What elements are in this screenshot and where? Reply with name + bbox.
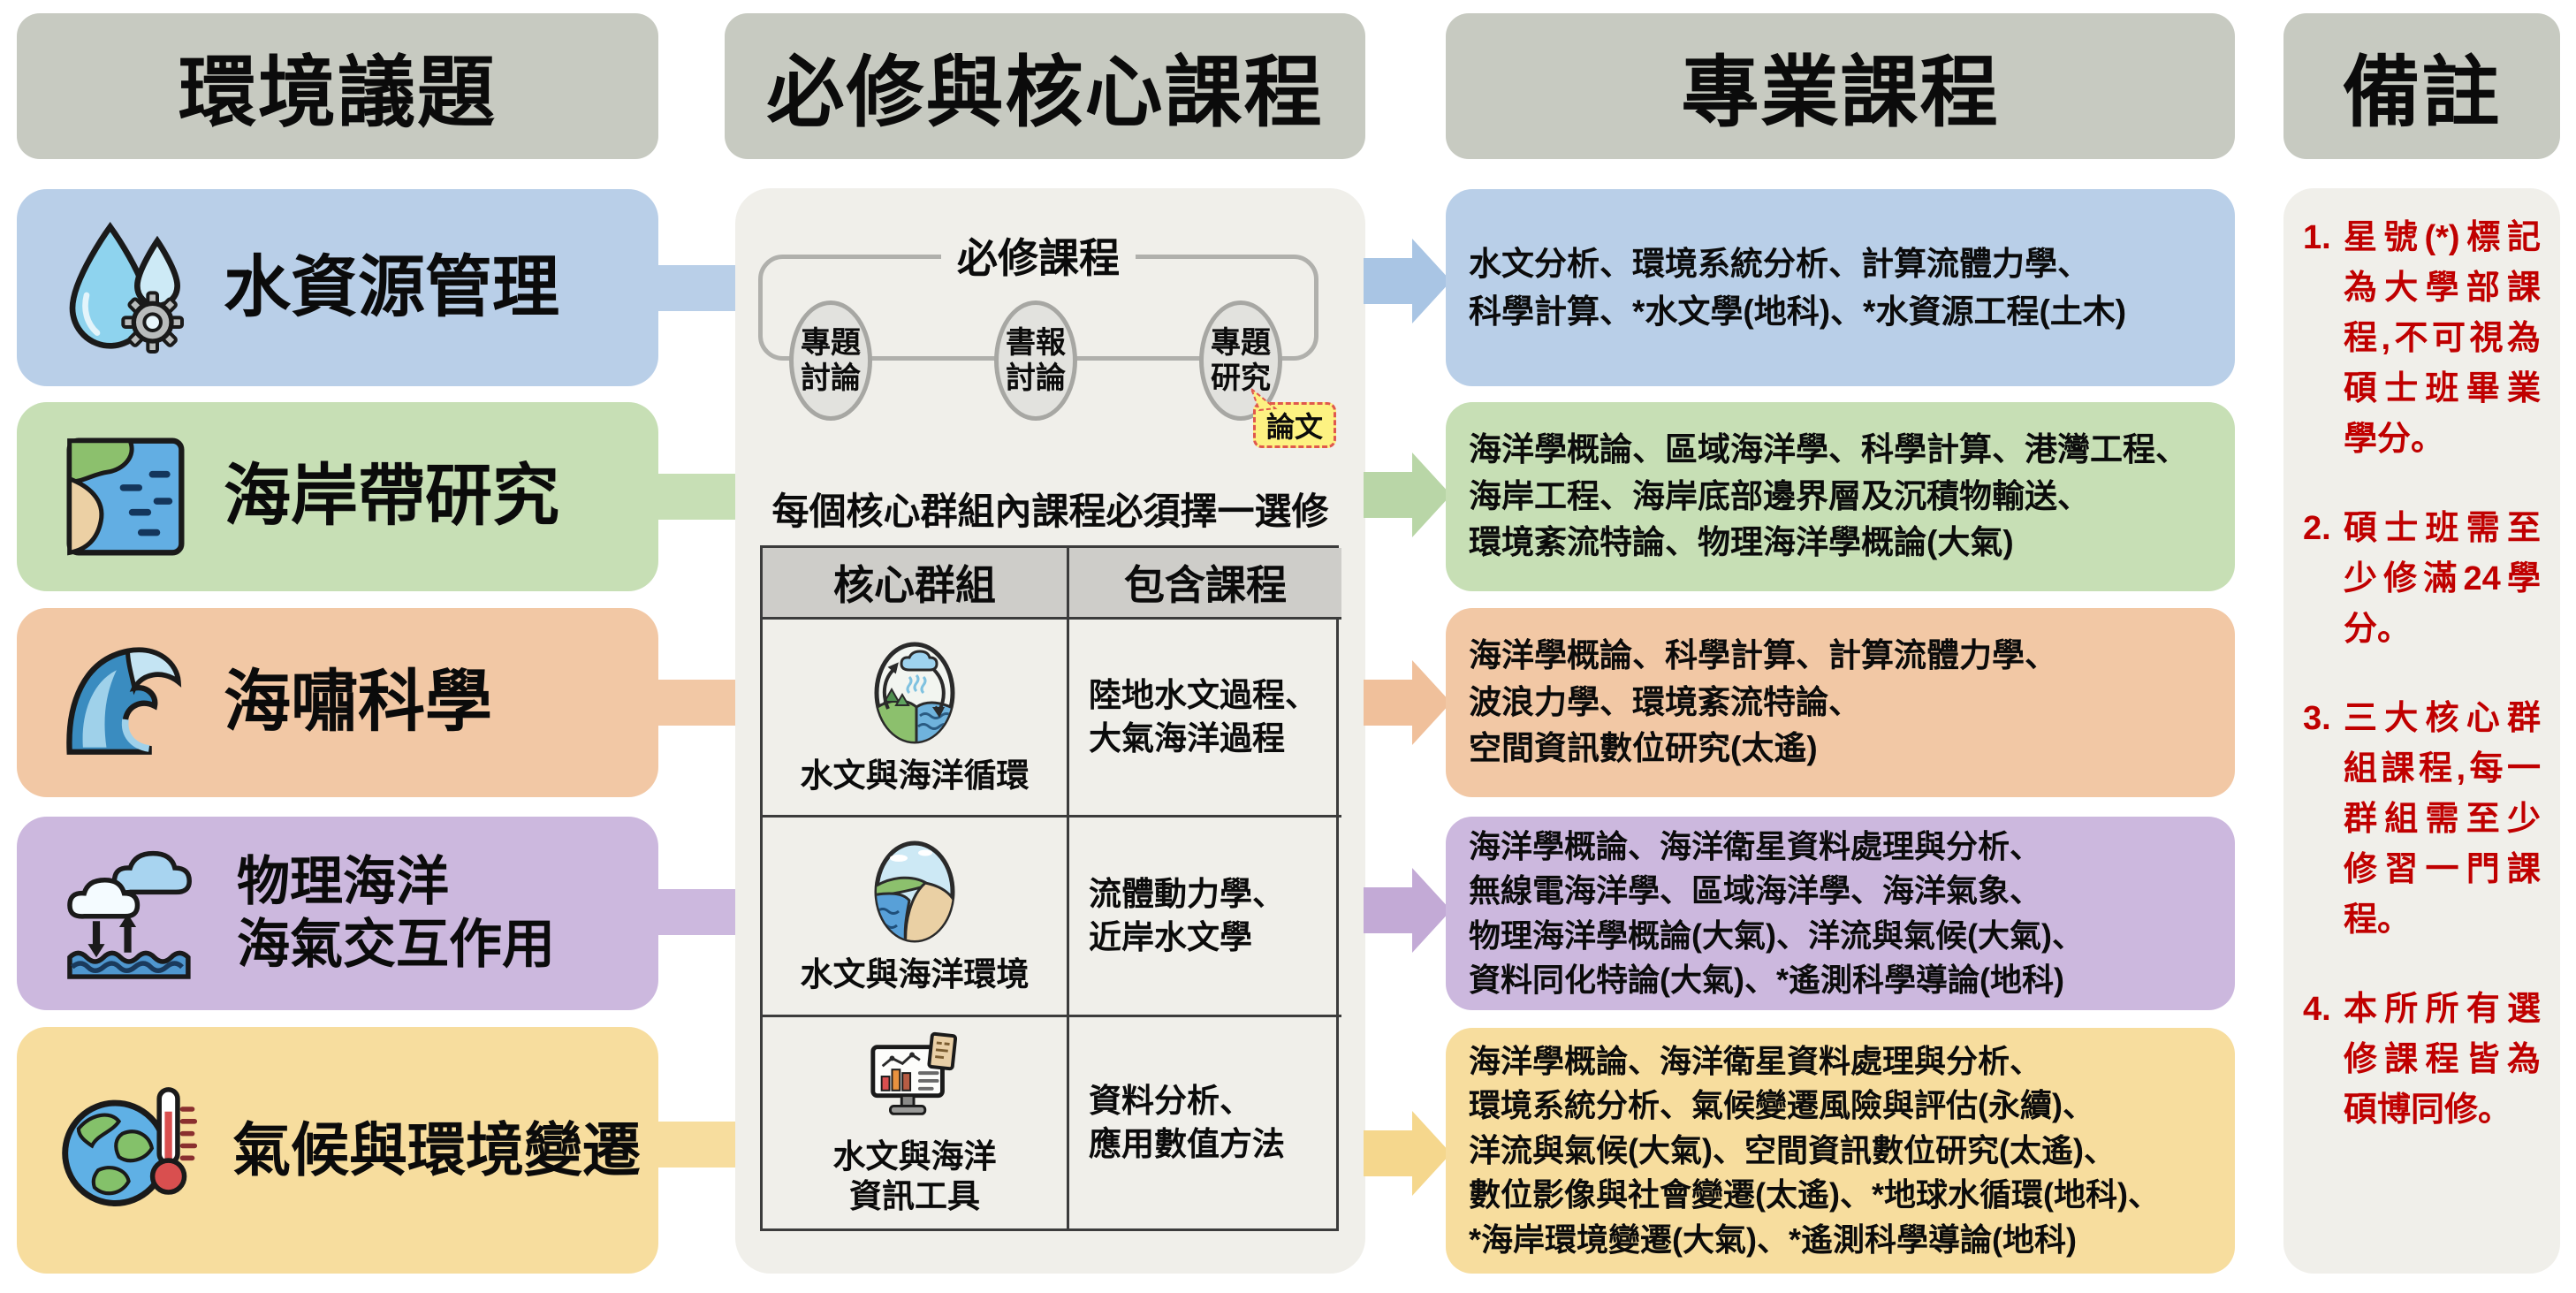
table-header-core-group: 核心群組	[763, 548, 1069, 620]
remarks-panel: 1. 星號(*)標記為大學部課程,不可視為碩士班畢業學分。 2. 碩士班需至少修…	[2283, 188, 2560, 1274]
arrow-to-climate-courses	[1364, 1111, 1451, 1196]
core-group-courses: 流體動力學、 近岸水文學	[1069, 818, 1341, 1017]
issue-label: 海嘯科學	[224, 665, 492, 741]
core-group-label: 水文與海洋 資訊工具	[832, 1137, 997, 1214]
air-sea-exchange-icon	[50, 839, 214, 989]
required-course-journal-discussion: 書報 討論	[994, 300, 1077, 421]
remark-number: 1.	[2303, 219, 2331, 256]
arrow-to-tsunami-courses	[1364, 660, 1451, 745]
coastal-environment-icon	[870, 837, 959, 951]
issue-label: 海岸帶研究	[224, 459, 559, 535]
remark-text: 星號(*)標記為大學部課程,不可視為碩士班畢業學分。	[2344, 219, 2541, 458]
header-remarks: 備註	[2283, 13, 2560, 159]
core-group-label: 水文與海洋環境	[800, 956, 1030, 993]
connector-bar-coastal-zone	[655, 474, 738, 520]
issue-label: 物理海洋 海氣交互作用	[237, 851, 555, 974]
issue-tsunami-science: 海嘯科學	[17, 608, 658, 797]
issue-coastal-zone: 海岸帶研究	[17, 402, 658, 591]
thesis-callout: 論文	[1250, 387, 1336, 448]
table-header-included-courses: 包含課程	[1069, 548, 1341, 620]
remark-item-4: 4. 本所所有選修課程皆為碩博同修。	[2303, 985, 2541, 1136]
arrow-to-coastal-courses	[1364, 453, 1451, 537]
thesis-callout-label: 論文	[1265, 411, 1323, 443]
courses-climate: 海洋學概論、海洋衛星資料處理與分析、 環境系統分析、氣候變遷風險與評估(永續)、…	[1446, 1028, 2235, 1274]
remark-item-2: 2. 碩士班需至少修滿24學分。	[2303, 504, 2541, 655]
connector-bar-physical-ocean	[655, 889, 738, 935]
core-group-hydrology-ocean-info-tools: 水文與海洋 資訊工具	[763, 1017, 1069, 1228]
required-courses-label: 必修課程	[941, 231, 1136, 281]
courses-coastal-zone: 海洋學概論、區域海洋學、科學計算、港灣工程、 海岸工程、海岸底部邊界層及沉積物輸…	[1446, 402, 2235, 591]
remark-number: 4.	[2303, 991, 2331, 1028]
arrow-to-water-resources-courses	[1364, 239, 1451, 323]
globe-thermometer-icon	[50, 1076, 209, 1226]
connector-bar-climate	[655, 1122, 738, 1168]
issue-climate-environment-change: 氣候與環境變遷	[17, 1027, 658, 1274]
required-course-thesis-research: 專題 研究	[1199, 300, 1282, 421]
water-cycle-icon	[870, 638, 959, 752]
remark-item-1: 1. 星號(*)標記為大學部課程,不可視為碩士班畢業學分。	[2303, 213, 2541, 465]
remark-number: 2.	[2303, 510, 2331, 547]
courses-tsunami: 海洋學概論、科學計算、計算流體力學、 波浪力學、環境紊流特論、 空間資訊數位研究…	[1446, 608, 2235, 797]
core-group-label: 水文與海洋循環	[800, 757, 1030, 795]
header-environmental-issues: 環境議題	[17, 13, 658, 159]
connector-bar-water-resources	[655, 265, 738, 311]
issue-label: 水資源管理	[224, 249, 559, 325]
remark-text: 本所所有選修課程皆為碩博同修。	[2344, 991, 2541, 1129]
coastline-icon	[50, 426, 201, 567]
data-monitor-icon	[862, 1030, 967, 1133]
issue-physical-ocean-air-sea: 物理海洋 海氣交互作用	[17, 817, 658, 1010]
tsunami-wave-icon	[50, 632, 201, 773]
core-group-rule-text: 每個核心群組內課程必須擇一選修	[771, 491, 1329, 532]
core-group-courses: 資料分析、 應用數值方法	[1089, 1082, 1285, 1162]
core-courses-panel: 必修課程 專題 討論 書報 討論 專題 研究 論文 每個核心群組內課程必須擇一選…	[735, 188, 1365, 1274]
core-group-table: 核心群組 包含課程	[760, 545, 1341, 1231]
arrow-to-physical-ocean-courses	[1364, 868, 1451, 953]
remark-text: 碩士班需至少修滿24學分。	[2344, 510, 2541, 648]
issue-water-resources: 水資源管理	[17, 189, 658, 386]
water-drops-gear-icon	[50, 217, 201, 359]
required-course-seminar: 專題 討論	[789, 300, 872, 421]
courses-physical-ocean: 海洋學概論、海洋衛星資料處理與分析、 無線電海洋學、區域海洋學、海洋氣象、 物理…	[1446, 817, 2235, 1010]
courses-water-resources: 水文分析、環境系統分析、計算流體力學、 科學計算、*水文學(地科)、*水資源工程…	[1446, 189, 2235, 386]
callout-pointer-icon	[1250, 387, 1278, 412]
connector-bar-tsunami	[655, 680, 738, 726]
issue-label: 氣候與環境變遷	[232, 1116, 641, 1183]
core-group-hydrology-ocean-environment: 水文與海洋環境	[763, 818, 1069, 1017]
core-group-hydrology-ocean-cycle: 水文與海洋循環	[763, 620, 1069, 818]
header-required-core-courses: 必修與核心課程	[725, 13, 1365, 159]
remark-number: 3.	[2303, 700, 2331, 737]
remark-text: 三大核心群組課程,每一群組需至少修習一門課程。	[2344, 700, 2541, 939]
remark-item-3: 3. 三大核心群組課程,每一群組需至少修習一門課程。	[2303, 694, 2541, 946]
header-professional-courses: 專業課程	[1446, 13, 2235, 159]
core-group-courses: 陸地水文過程、 大氣海洋過程	[1069, 620, 1341, 818]
